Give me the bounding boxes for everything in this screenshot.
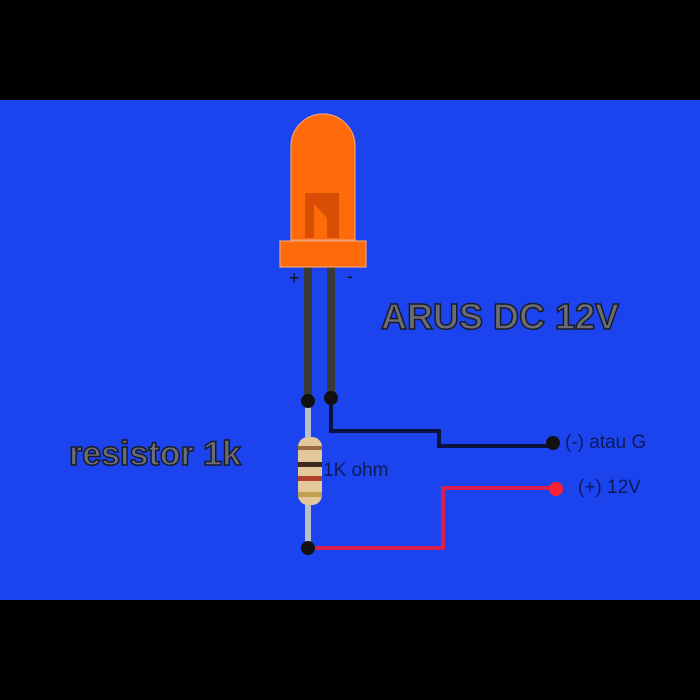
negative-terminal-dot (546, 436, 560, 450)
led-anode-leg (304, 262, 312, 402)
resistor-icon (298, 437, 322, 505)
led-plus-label: + (289, 268, 300, 288)
led-minus-label: - (347, 266, 353, 286)
positive-wire (308, 486, 556, 550)
negative-wire (329, 398, 553, 448)
junction-dot (324, 391, 338, 405)
led-cathode-leg (327, 262, 335, 399)
led-icon (279, 113, 367, 268)
negative-terminal-label: (-) atau G (565, 432, 647, 453)
junction-dot (301, 394, 315, 408)
circuit-panel: + - ARUS DC 12V resistor 1k 1K ohm (-) a… (0, 100, 700, 600)
title-label: ARUS DC 12V (380, 295, 620, 338)
junction-dot (301, 541, 315, 555)
resistor-value-label: 1K ohm (323, 460, 389, 481)
positive-terminal-label: (+) 12V (578, 477, 641, 498)
circuit-svg (0, 100, 700, 600)
resistor-label: resistor 1k (68, 434, 242, 474)
positive-terminal-dot (549, 482, 563, 496)
